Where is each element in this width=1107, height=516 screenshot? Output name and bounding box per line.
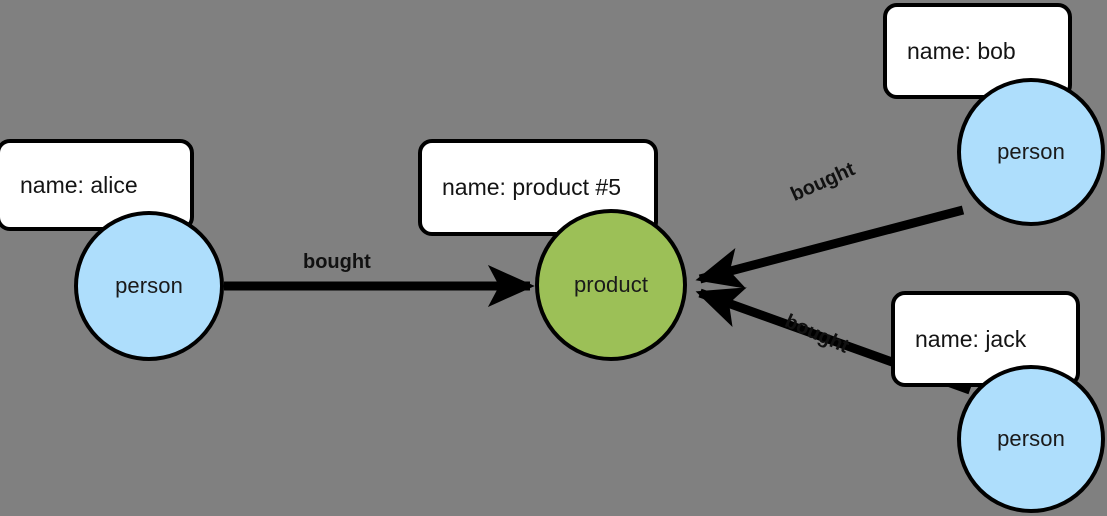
node-jack[interactable]: person [957, 365, 1105, 513]
node-product5[interactable]: product [535, 209, 687, 361]
node-label-product5: product [573, 272, 649, 297]
edge-label-alice-bought-product: bought [303, 251, 371, 273]
property-text-alice: name: alice [20, 171, 138, 198]
property-text-jack: name: jack [915, 325, 1027, 352]
node-bob[interactable]: person [957, 78, 1105, 226]
property-text-bob: name: bob [907, 37, 1016, 64]
edge-bob-bought-product[interactable] [695, 205, 965, 289]
node-label-alice: person [115, 273, 183, 298]
node-label-bob: person [997, 139, 1065, 164]
node-label-jack: person [997, 426, 1065, 451]
node-alice[interactable]: person [74, 211, 224, 361]
property-text-product5: name: product #5 [442, 174, 622, 200]
